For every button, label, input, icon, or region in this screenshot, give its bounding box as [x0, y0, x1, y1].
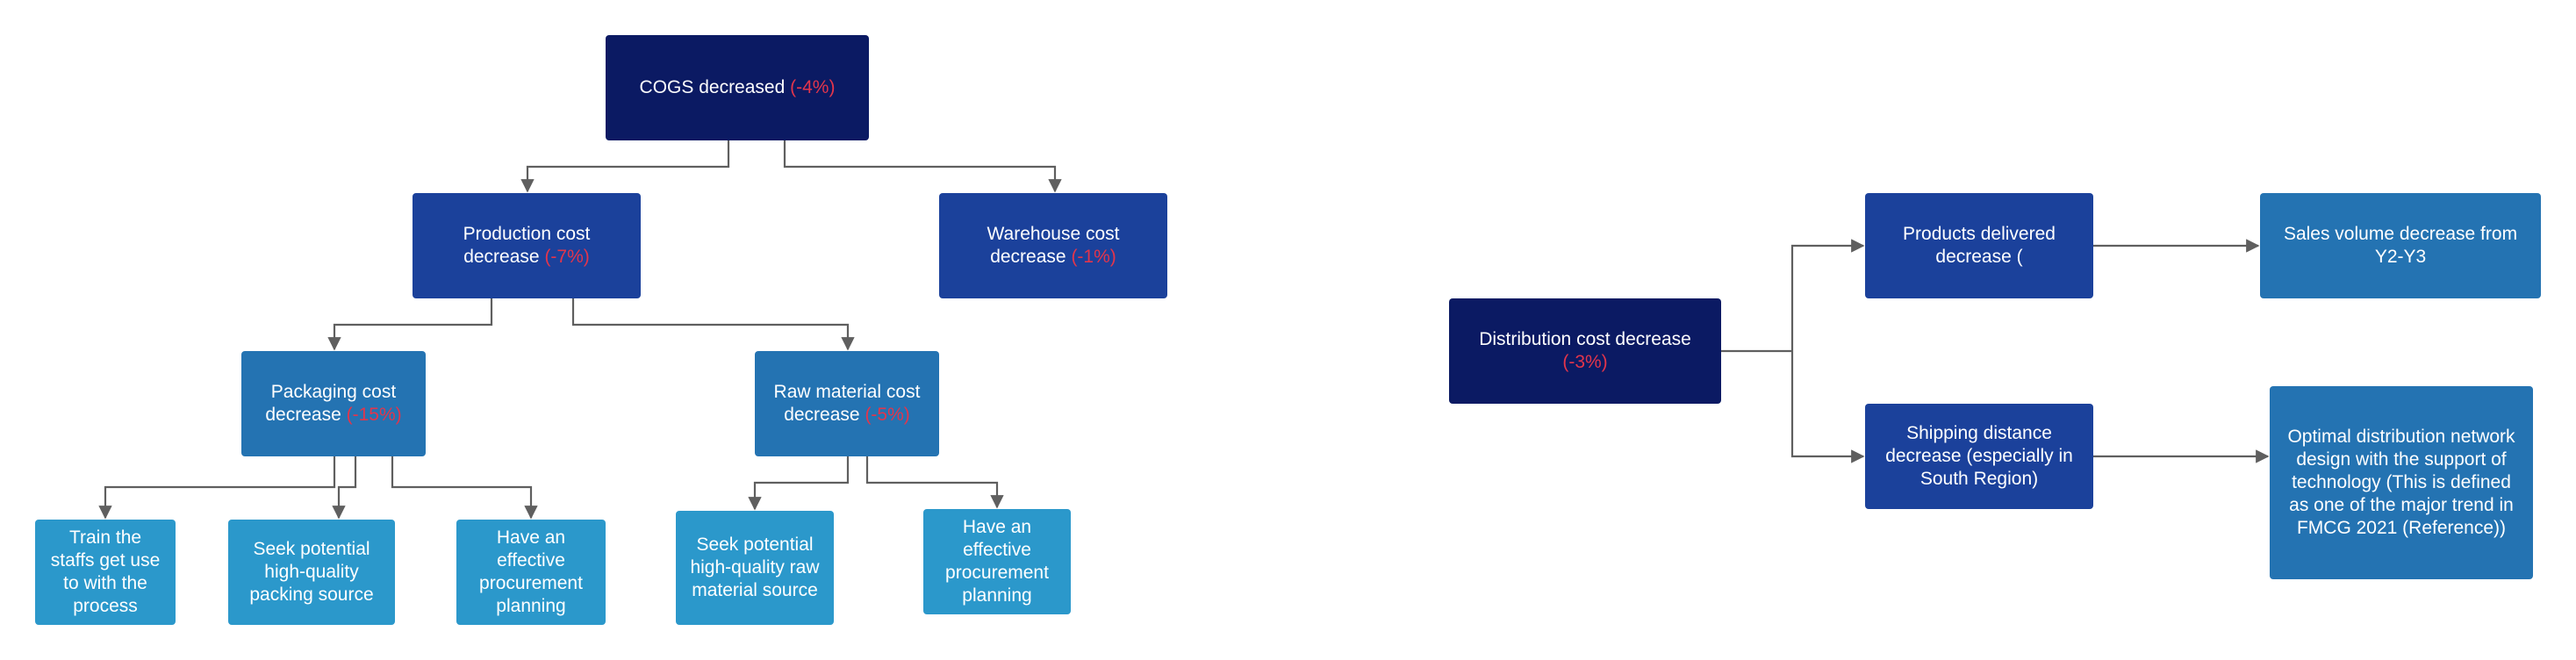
node-label: Optimal distribution network design with… — [2287, 427, 2515, 538]
node-procurement-planning-1[interactable]: Have an effective procurement planning — [456, 520, 606, 625]
node-label: Have an effective procurement planning — [945, 517, 1049, 606]
node-packaging-cost[interactable]: Packaging cost decrease (-15%) — [241, 351, 426, 456]
node-procurement-planning-2[interactable]: Have an effective procurement planning — [923, 509, 1071, 614]
node-label: Products delivered decrease ( — [1903, 224, 2056, 267]
connector-production-raw-material — [571, 298, 855, 351]
node-label: COGS decreased — [639, 77, 786, 97]
node-label: Seek potential high-quality packing sour… — [249, 539, 374, 605]
node-label: Train the staffs get use to with the pro… — [50, 527, 161, 616]
connector-distribution-products — [1790, 239, 1865, 351]
node-label: Seek potential high-quality raw material… — [690, 534, 820, 600]
node-sales-volume[interactable]: Sales volume decrease from Y2-Y3 — [2260, 193, 2541, 298]
node-seek-raw-material-source[interactable]: Seek potential high-quality raw material… — [676, 511, 834, 625]
percent-change: (-5%) — [865, 405, 910, 425]
node-distribution-cost[interactable]: Distribution cost decrease (-3%) — [1449, 298, 1721, 404]
connector-packaging-seek-packing — [332, 456, 357, 520]
node-label: Packaging cost decrease — [265, 382, 397, 425]
percent-change: (-4%) — [790, 77, 836, 97]
node-label: Sales volume decrease from Y2-Y3 — [2283, 224, 2518, 267]
node-label: Production cost decrease — [463, 224, 591, 267]
node-label: Raw material cost decrease — [773, 382, 921, 425]
percent-change: (-15%) — [346, 405, 402, 425]
node-cogs-decreased[interactable]: COGS decreased (-4%) — [606, 35, 869, 140]
node-label: Warehouse cost decrease — [987, 224, 1120, 267]
connector-cogs-production — [520, 140, 730, 193]
percent-change: (-1%) — [1071, 247, 1116, 267]
node-production-cost[interactable]: Production cost decrease (-7%) — [413, 193, 641, 298]
node-label: Distribution cost decrease — [1479, 329, 1691, 349]
node-train-staff[interactable]: Train the staffs get use to with the pro… — [35, 520, 176, 625]
node-label: Have an effective procurement planning — [479, 527, 583, 616]
percent-change: (-7%) — [544, 247, 590, 267]
connector-packaging-train-staff — [98, 456, 336, 520]
connector-raw-procurement — [865, 456, 1004, 509]
connector-packaging-procurement — [391, 456, 538, 520]
node-optimal-distribution-network[interactable]: Optimal distribution network design with… — [2270, 386, 2533, 579]
node-label: Shipping distance decrease (especially i… — [1885, 423, 2073, 489]
node-seek-packing-source[interactable]: Seek potential high-quality packing sour… — [228, 520, 395, 625]
node-raw-material-cost[interactable]: Raw material cost decrease (-5%) — [755, 351, 939, 456]
percent-change: (-3%) — [1562, 352, 1608, 372]
connector-raw-seek-raw — [748, 456, 850, 511]
connector-cogs-warehouse — [783, 140, 1062, 193]
connector-distribution-shipping — [1790, 351, 1865, 463]
node-shipping-distance[interactable]: Shipping distance decrease (especially i… — [1865, 404, 2093, 509]
node-products-delivered[interactable]: Products delivered decrease ( — [1865, 193, 2093, 298]
node-warehouse-cost[interactable]: Warehouse cost decrease (-1%) — [939, 193, 1167, 298]
connector-production-packaging — [327, 298, 493, 351]
